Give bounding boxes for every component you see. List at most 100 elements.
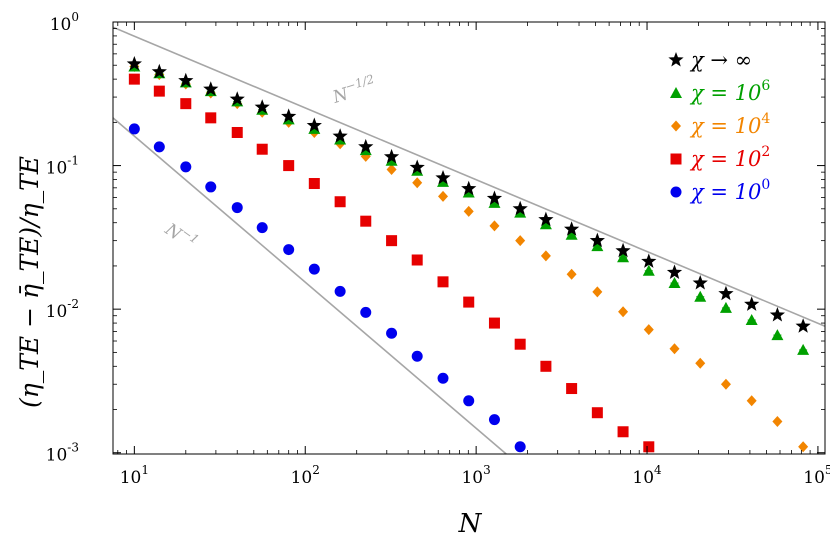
data-point (437, 175, 450, 187)
data-point (358, 138, 374, 154)
data-point (461, 180, 477, 196)
data-point (178, 72, 194, 88)
data-point (539, 218, 552, 230)
y-tick-label: 10-3 (46, 441, 79, 466)
data-point (718, 285, 734, 301)
data-point (540, 360, 552, 372)
data-point (694, 290, 707, 302)
data-point (538, 211, 554, 227)
legend-label: χ = 102 (689, 144, 770, 171)
data-point (566, 383, 578, 395)
legend-entry: χ = 106 (670, 78, 770, 105)
data-point (153, 141, 165, 153)
data-point (486, 190, 503, 205)
data-point (437, 276, 449, 288)
y-tick-label: 10-1 (46, 154, 79, 179)
data-point (514, 441, 526, 453)
data-point (591, 407, 603, 419)
data-point (669, 343, 680, 355)
legend-label: χ → ∞ (689, 48, 752, 72)
data-point (514, 338, 526, 350)
legend-marker (670, 186, 682, 198)
x-tick-label: 102 (291, 463, 320, 488)
data-point (489, 220, 500, 232)
data-point (254, 99, 270, 114)
data-point (615, 242, 631, 258)
x-axis-label: N (458, 509, 483, 539)
data-point (205, 112, 217, 124)
data-point (229, 91, 245, 106)
data-point (618, 306, 629, 318)
data-point (231, 126, 243, 138)
data-point (332, 128, 348, 143)
data-point (795, 318, 811, 333)
data-point (128, 123, 140, 135)
x-tick-label: 105 (803, 463, 830, 488)
x-tick-label: 101 (120, 463, 149, 488)
data-point (463, 296, 475, 308)
data-point (386, 327, 398, 339)
data-series (126, 55, 811, 453)
legend-entry: χ → ∞ (668, 48, 752, 72)
data-point (745, 314, 758, 326)
data-point (411, 350, 423, 362)
data-point (617, 251, 630, 263)
data-point (565, 228, 578, 240)
reference-line-label: N−1 (160, 216, 201, 255)
data-point (592, 286, 603, 298)
data-point (540, 250, 551, 262)
data-point (153, 85, 165, 97)
data-point (180, 98, 192, 110)
data-point (643, 324, 654, 336)
data-point (128, 73, 140, 85)
data-point (771, 329, 784, 341)
data-point (256, 143, 268, 155)
plot-frame (112, 21, 826, 455)
x-tick-label: 104 (632, 463, 662, 488)
data-point (797, 343, 810, 355)
data-point (692, 275, 708, 290)
data-point (435, 169, 451, 185)
data-point (666, 264, 683, 279)
data-point (617, 426, 629, 438)
data-point (383, 148, 400, 164)
data-point (411, 254, 423, 266)
legend-marker (668, 52, 684, 67)
data-point (463, 395, 475, 407)
data-point (306, 117, 322, 133)
legend-marker (671, 120, 681, 132)
data-point (744, 296, 760, 311)
data-point (564, 221, 580, 236)
data-point (720, 378, 731, 390)
data-point (769, 307, 785, 322)
y-tick-label: 10-2 (46, 297, 79, 322)
data-point (719, 301, 732, 313)
data-point (515, 235, 526, 247)
data-point (643, 441, 655, 453)
data-point (668, 277, 681, 289)
legend-marker (670, 153, 682, 165)
data-point (386, 235, 398, 247)
data-point (256, 222, 268, 234)
data-point (566, 268, 577, 280)
reference-line-one (112, 117, 507, 455)
series-square (128, 73, 655, 453)
reference-line-label: N−1/2 (328, 72, 378, 108)
y-axis-label: (η_TE − η̄_TE)/η_TE (15, 156, 44, 408)
data-point (180, 161, 192, 173)
data-point (695, 357, 706, 369)
data-point (205, 181, 217, 193)
data-point (463, 205, 474, 217)
data-point (385, 154, 398, 166)
data-point (334, 196, 346, 208)
legend-label: χ = 106 (689, 78, 770, 105)
data-point (283, 244, 295, 256)
legend-label: χ = 100 (689, 177, 770, 204)
data-point (438, 190, 449, 202)
data-point (589, 232, 605, 248)
x-tick-label: 103 (461, 463, 490, 488)
legend-entry: χ = 102 (670, 144, 770, 171)
